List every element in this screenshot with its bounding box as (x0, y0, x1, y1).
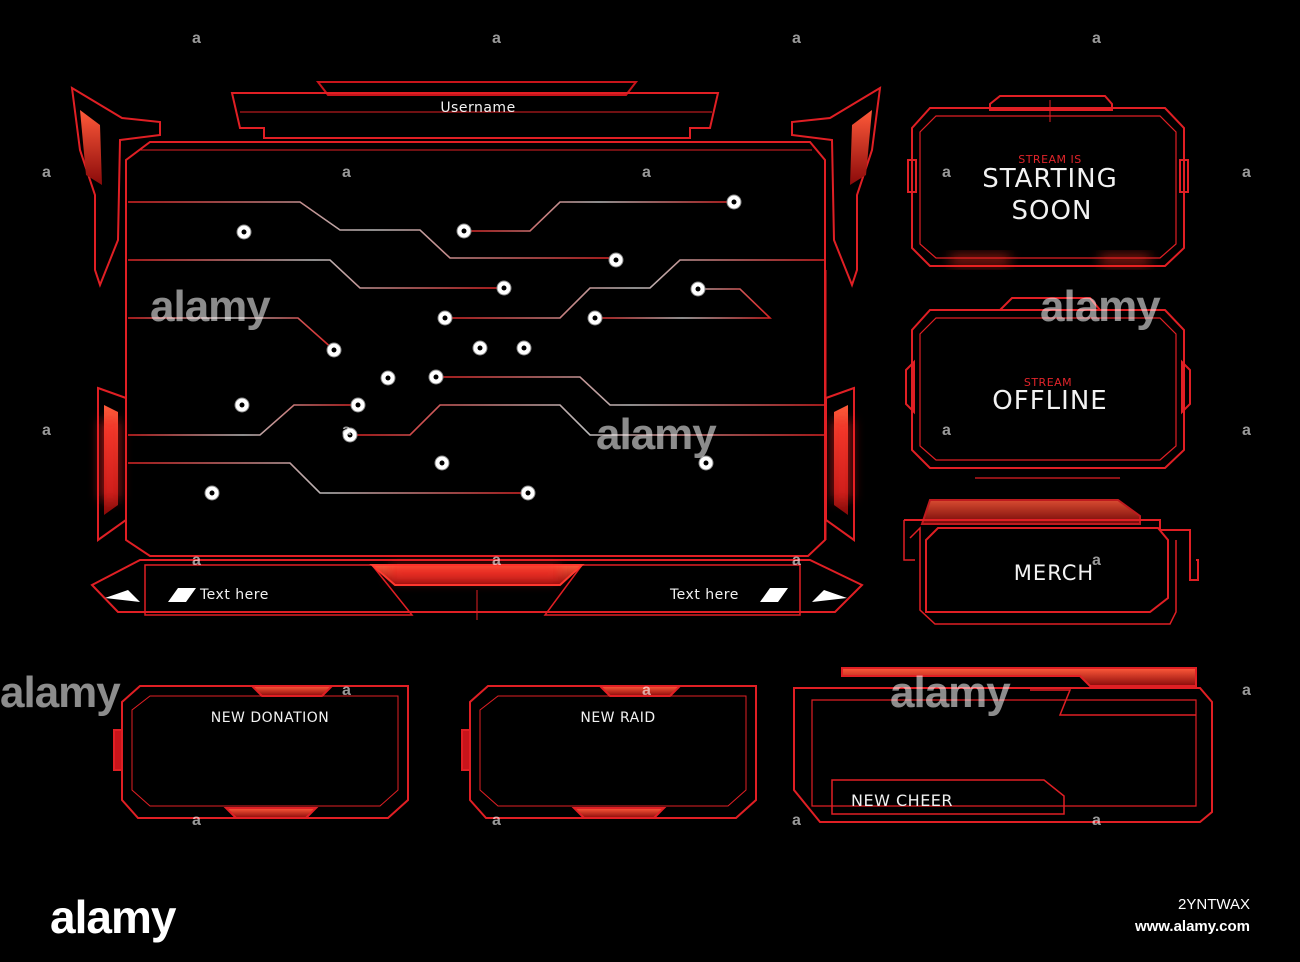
raid-label: NEW RAID (580, 710, 656, 726)
watermark-pin: a (1092, 30, 1101, 47)
offline-big-label: OFFLINE (992, 386, 1108, 416)
watermark-text: alamy (596, 410, 717, 459)
username-label: Username (440, 100, 516, 116)
cheer-label: NEW CHEER (851, 791, 954, 810)
watermark-pin: a (1242, 164, 1251, 181)
watermark-pin: a (792, 812, 801, 829)
image-id: 2YNTWAX (1178, 896, 1250, 913)
alamy-logo: alamy (50, 891, 176, 943)
watermark-pin: a (192, 812, 201, 829)
watermark-text: alamy (890, 668, 1011, 717)
starting-panel-frame (907, 95, 1189, 267)
watermark-pin: a (942, 164, 951, 181)
watermark-pin: a (792, 552, 801, 569)
watermark-pin: a (342, 164, 351, 181)
starting-line2: SOON (1011, 196, 1093, 226)
watermark-pin: a (642, 682, 651, 699)
watermark-pin: a (642, 164, 651, 181)
watermark-pin: a (1092, 552, 1101, 569)
site-url: www.alamy.com (1134, 918, 1250, 935)
offline-small-label: STREAM (1023, 376, 1073, 389)
watermark-pin: a (492, 552, 501, 569)
watermark-pin: a (342, 422, 351, 439)
cheer-panel-frame (793, 667, 1213, 823)
watermark-pin: a (942, 422, 951, 439)
starting-small-label: STREAM IS (1018, 153, 1082, 166)
offline-panel-frame (905, 297, 1191, 479)
main-frame-glow (100, 420, 852, 581)
starting-line1: STARTING (982, 164, 1118, 194)
watermark-pin: a (1092, 812, 1101, 829)
right-text-label: Text here (670, 587, 739, 603)
donation-label: NEW DONATION (210, 710, 330, 726)
watermark-pin: a (42, 164, 51, 181)
watermark-text: alamy (1040, 282, 1161, 331)
raid-panel-frame (461, 685, 757, 819)
watermark-pin: a (192, 30, 201, 47)
watermark-pin: a (492, 30, 501, 47)
watermark-text: alamy (0, 668, 121, 717)
watermark-pin: a (42, 422, 51, 439)
merch-label: MERCH (1013, 561, 1095, 585)
watermark-pin: a (492, 812, 501, 829)
donation-panel-frame (113, 685, 409, 819)
left-text-label: Text here (200, 587, 269, 603)
watermark-pin: a (1242, 682, 1251, 699)
merch-panel-frame (903, 499, 1199, 625)
watermark-pin: a (342, 682, 351, 699)
circuit-lines (128, 201, 824, 494)
watermark-pin: a (792, 30, 801, 47)
watermark-pin: a (192, 552, 201, 569)
watermark-pin: a (1242, 422, 1251, 439)
watermark-text: alamy (150, 282, 271, 331)
